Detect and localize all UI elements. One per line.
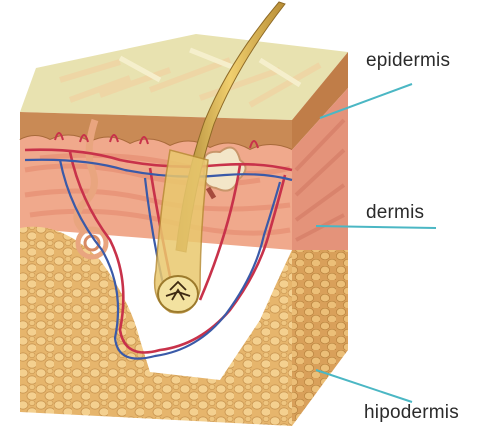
label-dermis: dermis	[366, 202, 424, 224]
label-hipodermis: hipodermis	[364, 402, 459, 424]
label-epidermis: epidermis	[366, 50, 450, 72]
hypodermis-side	[292, 250, 348, 426]
hipodermis-leader-line	[316, 370, 412, 402]
